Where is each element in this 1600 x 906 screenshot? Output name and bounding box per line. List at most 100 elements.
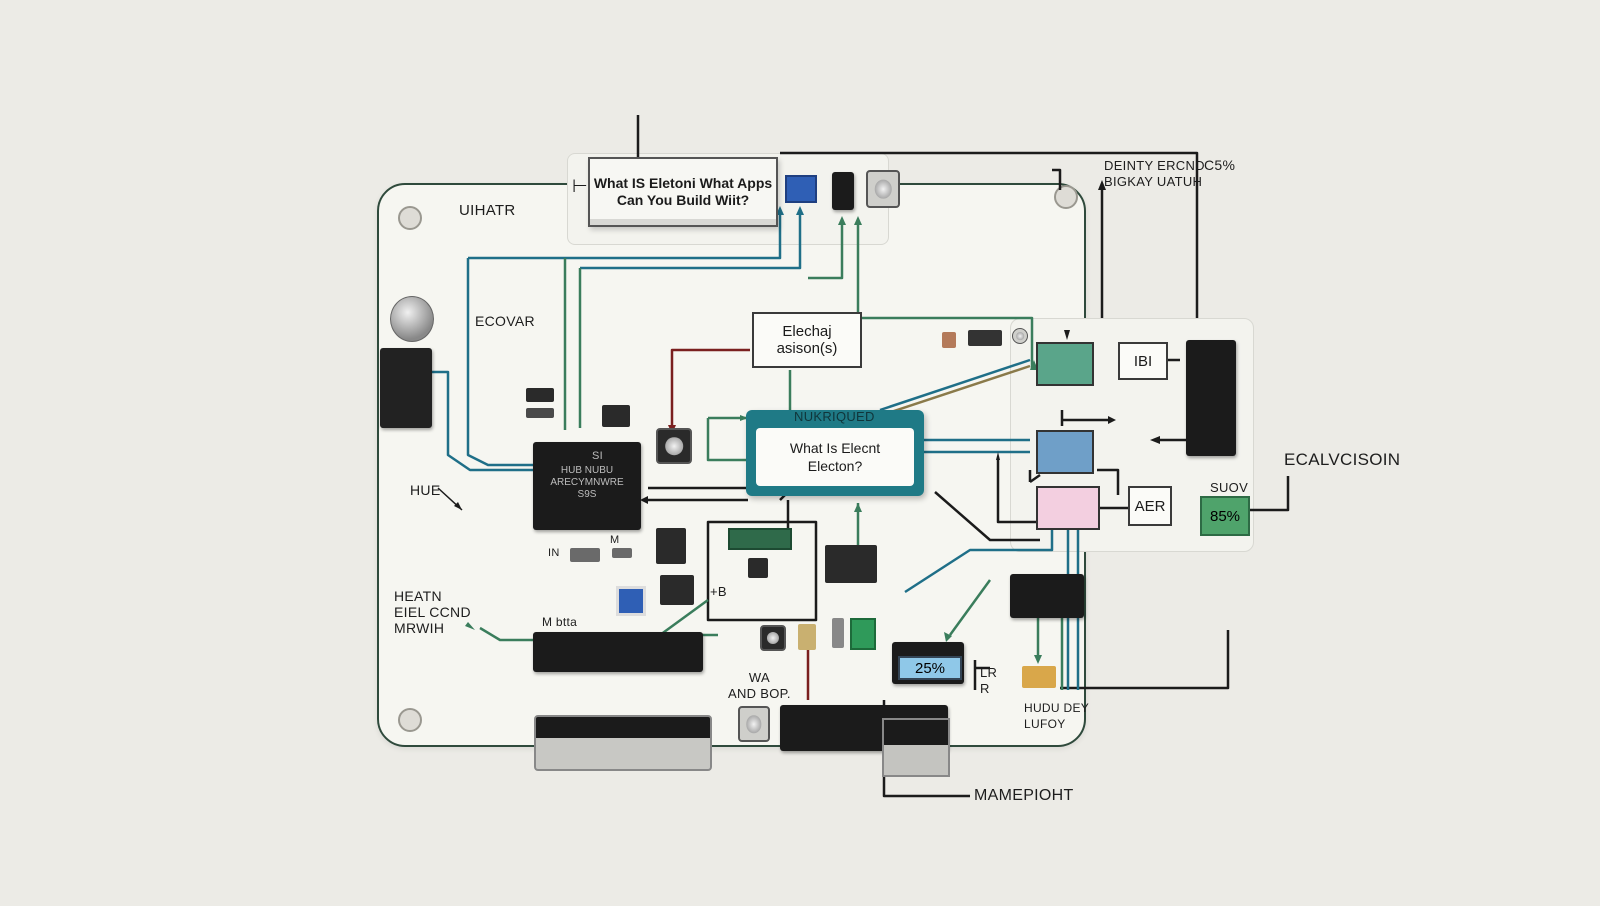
wire-diagonal-lower [934,491,1040,542]
top-small-chip [832,172,854,210]
block-blue [1036,430,1094,474]
box-electron: Elechaj asison(s) [752,312,862,368]
wire-diag-tan [881,364,1031,417]
right-chip-lower [1010,574,1084,618]
main-chip [533,442,641,530]
wire-teal-3 [468,215,782,260]
resistor-top-2 [968,330,1002,346]
arrow-15 [944,632,952,642]
wire-teal-4 [580,215,802,270]
block-pink [1036,486,1100,530]
label-plus-b: +B [710,584,727,599]
wire-diag-teal [879,358,1031,412]
arrow-13 [996,452,1000,460]
center-header: NUKRIQUED [794,409,875,424]
small-part-3 [602,405,630,427]
arrow-3 [1108,416,1116,424]
block-green [1036,342,1094,386]
label-ecovar: ECOVAR [475,313,535,329]
wire-green-1 [808,225,844,280]
green-square [850,618,876,650]
label-hue: HUE [410,482,441,498]
label-uihatr: UIHATR [459,202,516,219]
box-aer: AER [1128,486,1172,526]
wire-lr [973,660,990,690]
wire-right-bottom [1060,630,1230,690]
label-in: IN [548,547,560,559]
label-hudu-dey: HUDU DEY LUFOY [1024,701,1090,731]
mount-hole-top-right [1054,185,1078,209]
small-part-4 [570,548,600,562]
wire-aer-up [1097,468,1120,495]
arrow-6 [838,216,846,225]
wire-blue-to-pink [996,460,1038,524]
wire-ecalvcisoin [1250,476,1290,512]
small-chip-6 [656,528,686,564]
small-part-2 [526,408,554,418]
indicator-25: 25% [898,656,962,680]
small-part-8 [798,624,816,650]
wire-top-frame [780,151,1199,318]
indicator-85: 85% [1200,496,1250,536]
wire-right-upper [1052,168,1104,318]
wire-green-9 [904,520,1054,594]
label-m: M [610,534,620,546]
wire-green-3 [706,418,748,462]
wire-blue-upper [1060,410,1108,426]
button-left-center[interactable] [656,428,692,464]
bottom-usb-connector [882,718,950,777]
small-part-10 [1022,666,1056,688]
label-heatn: HEATN EIEL CCND MRWIH [394,588,471,636]
wire-green-10 [948,579,992,636]
arrow-8 [776,206,784,215]
arrow-1 [1098,180,1106,190]
wire-green-8 [479,626,535,642]
label-suov: SUOV [1210,480,1249,495]
label-mbota: M btta [542,615,578,629]
right-chip-upper [1186,340,1236,456]
button-lower-1[interactable] [760,625,786,651]
wire-center-down [779,489,791,530]
blue-button-lower[interactable] [616,586,646,616]
arrow-5 [1064,330,1070,340]
bottom-ribbon-connector [534,715,712,771]
connector-mid [825,545,877,583]
green-board-module [728,528,792,550]
long-chip [533,632,703,672]
arrow-14 [1034,655,1042,664]
wire-green-2 [856,225,1034,370]
label-ecalvcisoin: ECALVCISOIN [1284,450,1401,469]
main-chip-label: HUB NUBU ARECYMNWRE S9S [550,465,624,500]
label-lrr: LR R [980,665,998,696]
small-part-1 [526,388,554,402]
label-wa-and-bop: WA AND BOP. [728,670,791,701]
label-c5: C5% [1204,157,1236,173]
small-chip-lower [660,575,694,605]
label-deinty: DEINTY ERCND BIGKAY UATUH [1104,158,1205,189]
arrow-17 [854,503,862,512]
small-part-5 [612,548,632,558]
wire-lower-box [706,520,818,622]
title-bracket: ⊢ [572,176,588,196]
arrow-18 [740,415,748,421]
arrow-9 [796,206,804,215]
left-connector [380,348,432,428]
resistor-top [942,332,956,348]
small-round-1 [1012,328,1028,344]
small-part-9 [832,618,844,648]
top-push-button[interactable] [866,170,900,208]
label-mamepioht: MAMEPIOHT [974,787,1074,804]
arrow-11 [640,496,648,504]
wire-teal-2 [432,370,535,472]
wire-pink-top [1028,470,1041,484]
box-ibi: IBI [1118,342,1168,380]
arrow-7 [854,216,862,225]
title-box: What IS Eletoni What Apps Can You Build … [588,157,778,227]
bottom-push-button[interactable] [738,706,770,742]
wire-green-7 [658,598,718,637]
center-box: What Is Elecnt Electon? [756,428,914,486]
small-part-7 [748,558,768,578]
arrow-16 [465,622,475,630]
mount-hole-bottom-left [398,708,422,732]
